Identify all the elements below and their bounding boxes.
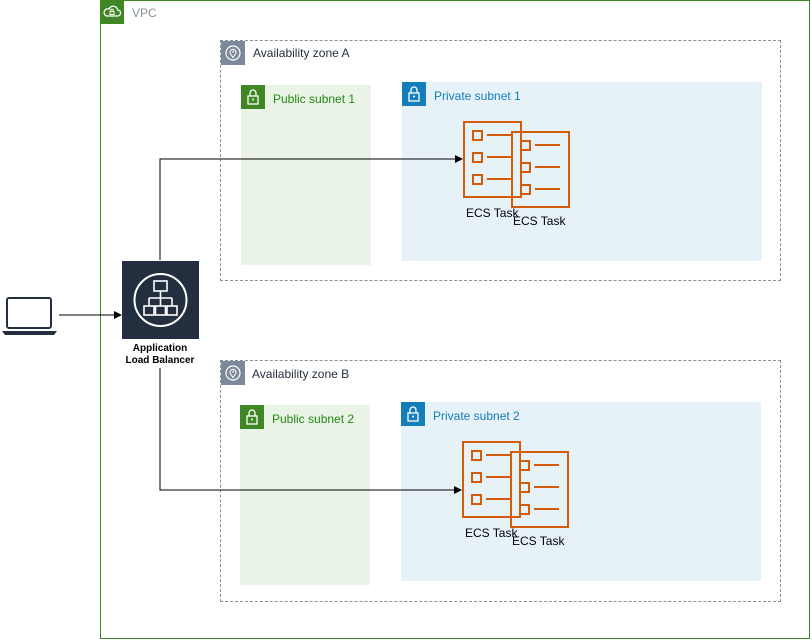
- vpc-label: VPC: [132, 6, 157, 20]
- public-subnet-1: [241, 85, 371, 265]
- public-subnet-lock-icon: [240, 405, 264, 429]
- ecs-task-label: ECS Task: [512, 534, 565, 548]
- vpc-container: [100, 0, 810, 639]
- private-subnet-1: [402, 82, 762, 261]
- private-subnet-lock-icon: [401, 402, 425, 426]
- public-subnet-2-label: Public subnet 2: [272, 412, 355, 426]
- ecs-task-icon: [462, 441, 521, 518]
- load-balancer-box: [122, 261, 199, 339]
- availability-zone-b: [220, 360, 781, 602]
- load-balancer-label: Application Load Balancer: [110, 343, 210, 367]
- public-subnet-1-label: Public subnet 1: [273, 92, 356, 106]
- vpc-cloud-icon: [100, 0, 124, 24]
- ecs-task-icon: [463, 121, 522, 198]
- availability-zone-b-label: Availability zone B: [252, 367, 350, 381]
- private-subnet-1-label: Private subnet 1: [434, 89, 521, 103]
- availability-zone-a-label: Availability zone A: [253, 46, 350, 60]
- load-balancer-label-line2: Load Balancer: [125, 355, 195, 366]
- alb-to-zone-b-arrow: [159, 368, 462, 494]
- location-pin-icon: [221, 41, 245, 65]
- ecs-task-label: ECS Task: [465, 526, 518, 540]
- load-balancer-icon: [133, 273, 188, 327]
- alb-to-zone-a-arrow: [159, 155, 463, 260]
- public-subnet-lock-icon: [241, 85, 265, 109]
- ecs-task-label: ECS Task: [466, 206, 519, 220]
- load-balancer-label-line1: Application: [132, 343, 188, 354]
- public-subnet-2: [240, 405, 370, 585]
- ecs-task-icon: [511, 131, 570, 208]
- ecs-task-label: ECS Task: [513, 214, 566, 228]
- ecs-task-icon: [510, 451, 569, 528]
- laptop-icon: [2, 297, 57, 335]
- private-subnet-lock-icon: [402, 82, 426, 106]
- location-pin-icon: [221, 361, 245, 385]
- private-subnet-2-label: Private subnet 2: [433, 409, 520, 423]
- availability-zone-a: [220, 40, 781, 281]
